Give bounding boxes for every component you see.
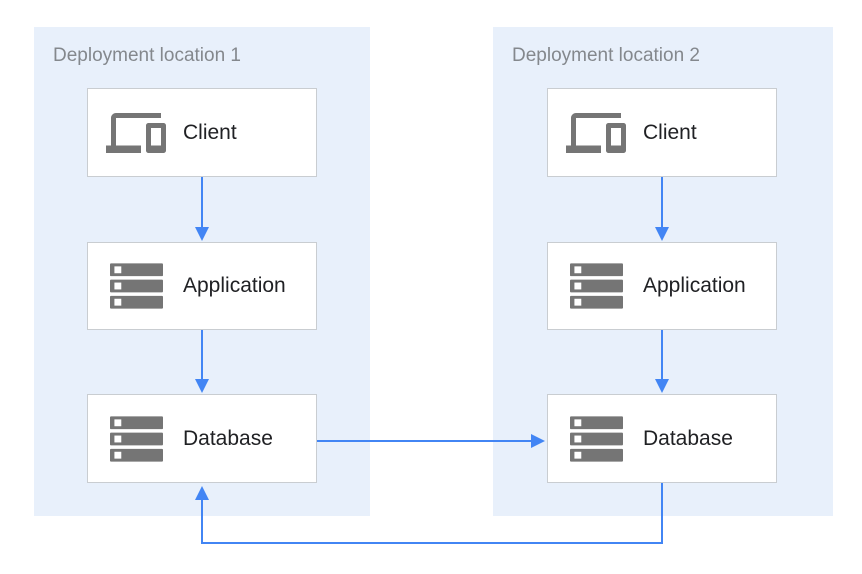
node-label: Client: [643, 120, 697, 144]
server-stack-icon: [564, 263, 628, 309]
node-label: Database: [183, 426, 273, 450]
server-stack-icon: [104, 415, 168, 462]
deployment-location-2-panel: Deployment location 2 Client: [493, 27, 833, 516]
node-label: Client: [183, 120, 237, 144]
server-stack-icon: [104, 263, 168, 309]
node-label: Database: [643, 426, 733, 450]
node-application-1: Application: [87, 242, 317, 330]
node-label: Application: [643, 274, 746, 297]
deployment-location-1-panel: Deployment location 1 Client: [34, 27, 370, 516]
panel-title: Deployment location 1: [53, 45, 241, 66]
node-database-1: Database: [87, 394, 317, 483]
panel-title: Deployment location 2: [512, 45, 700, 66]
server-stack-icon: [564, 415, 628, 462]
node-client-2: Client: [547, 88, 777, 177]
node-application-2: Application: [547, 242, 777, 330]
node-client-1: Client: [87, 88, 317, 177]
devices-icon: [104, 103, 168, 163]
node-label: Application: [183, 274, 286, 297]
node-database-2: Database: [547, 394, 777, 483]
devices-icon: [564, 103, 628, 163]
